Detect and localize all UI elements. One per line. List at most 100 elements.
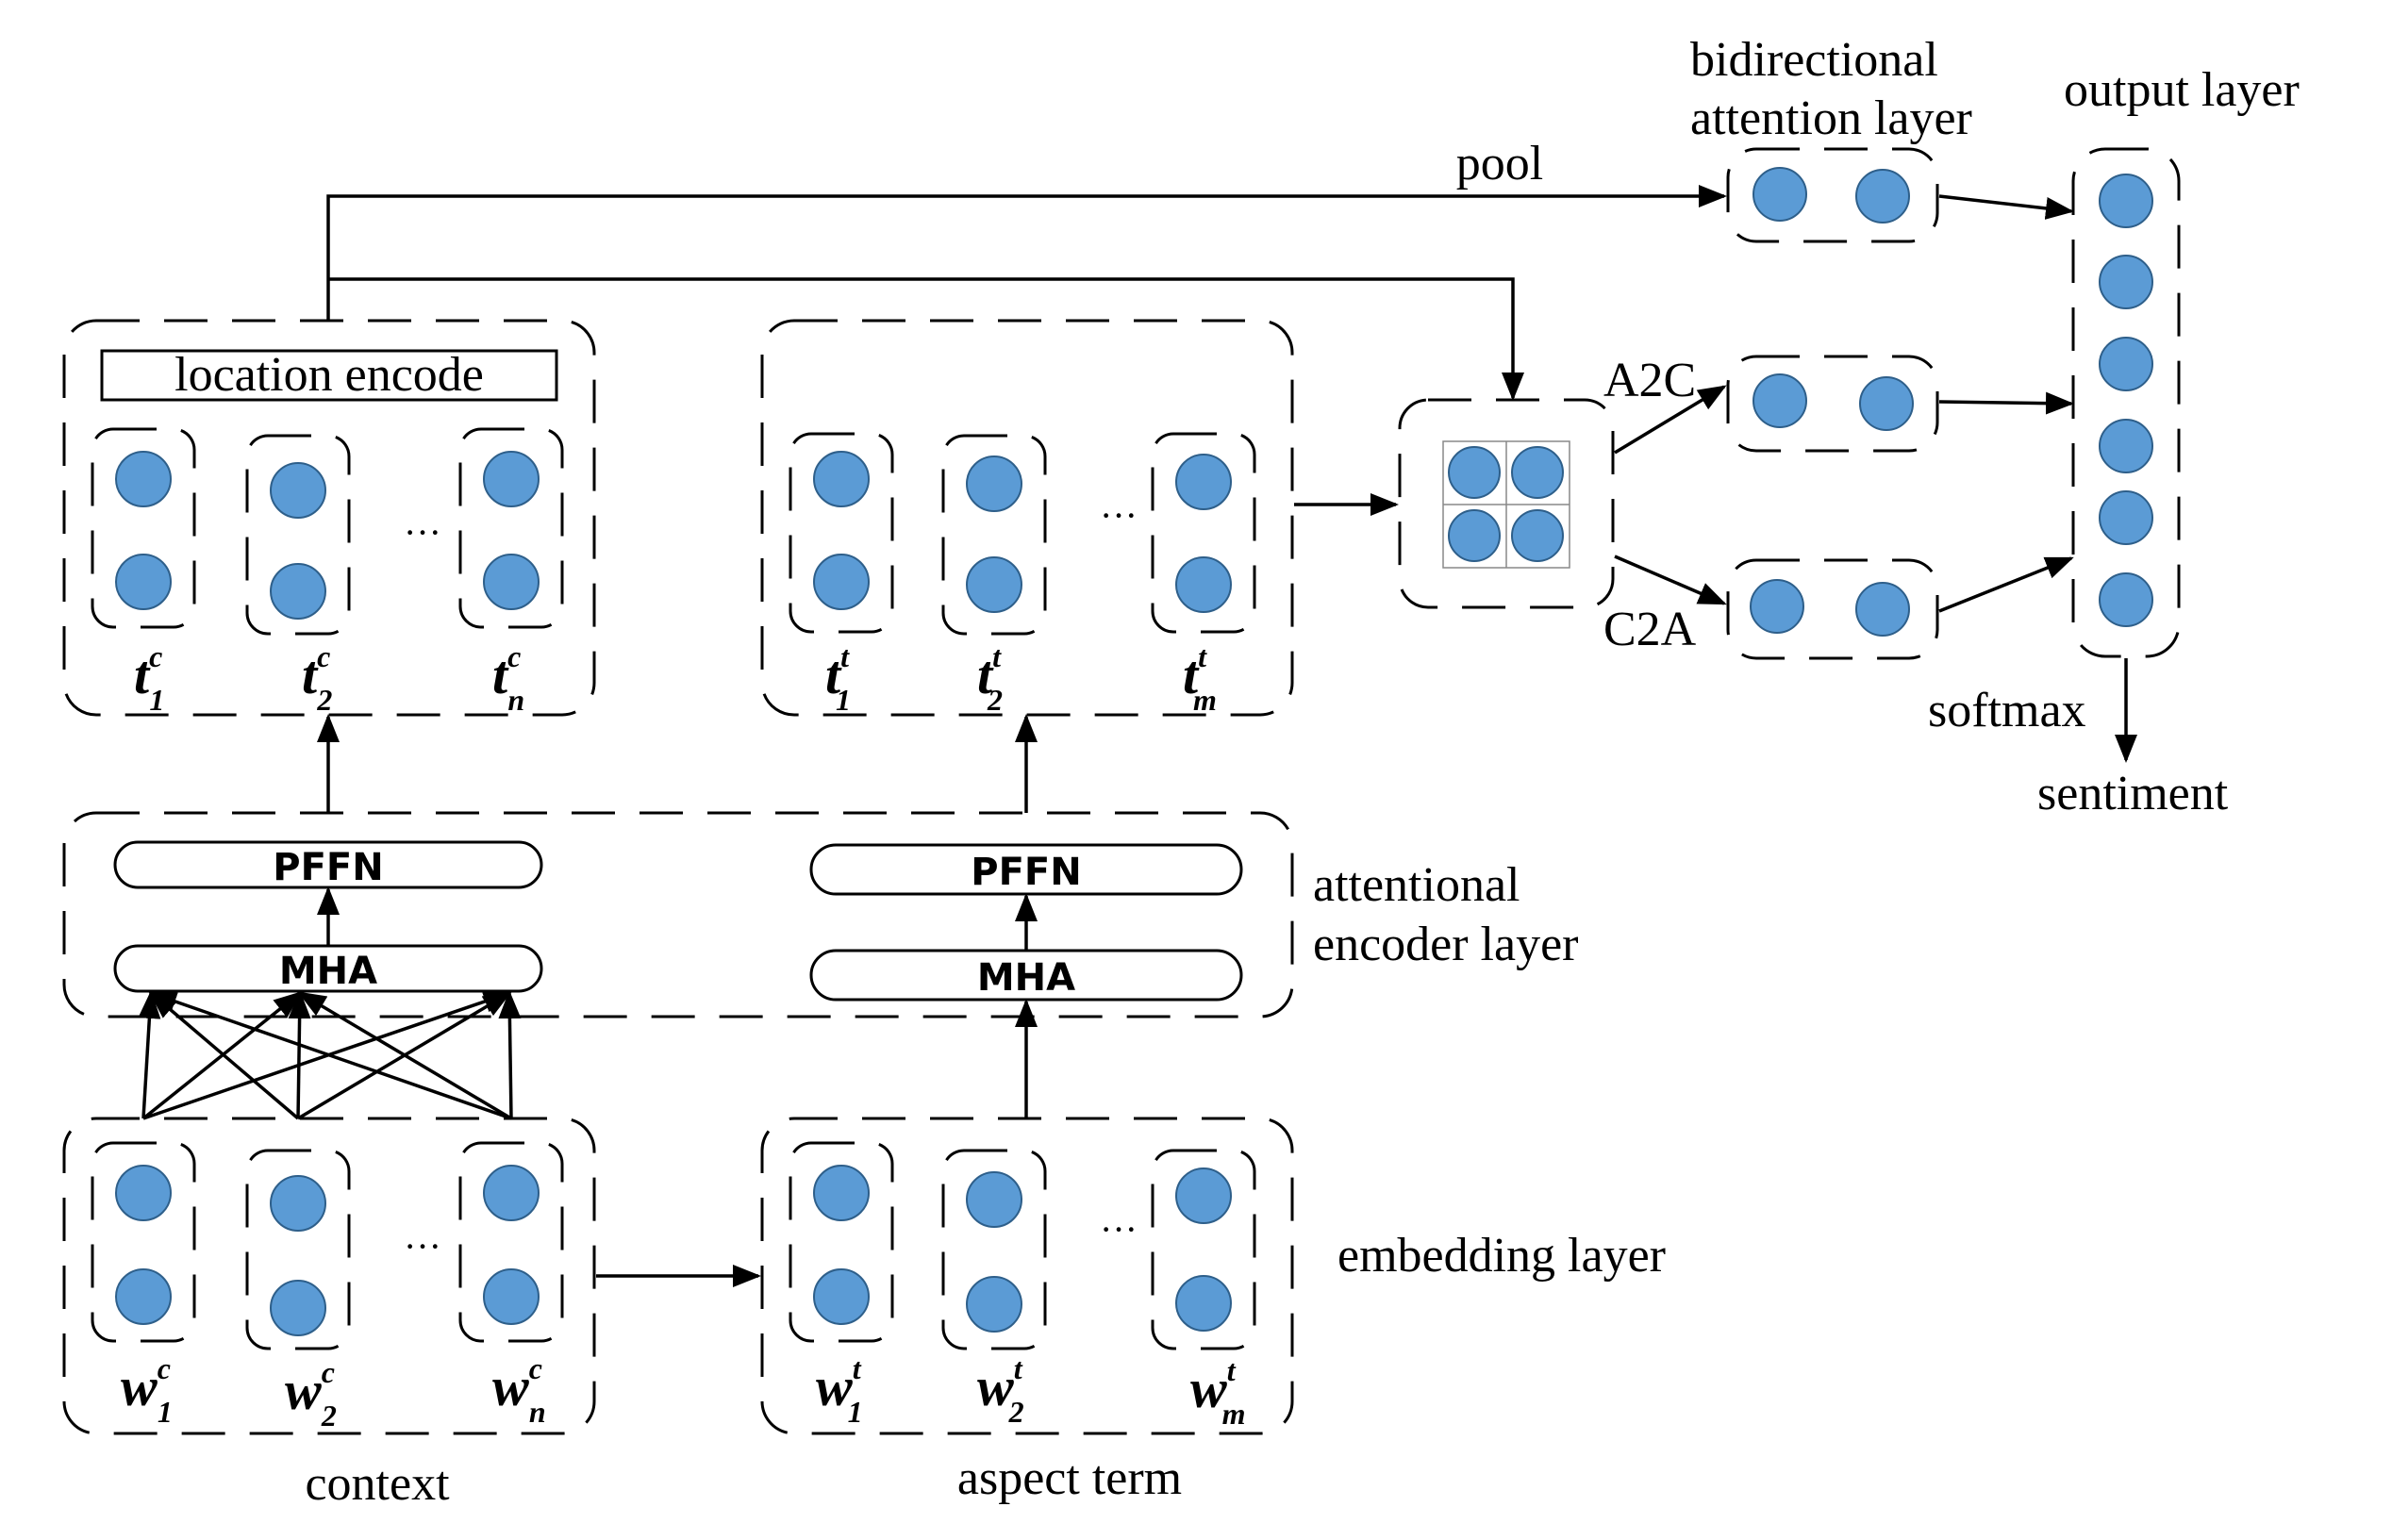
node	[813, 451, 870, 507]
node	[813, 1165, 870, 1221]
node	[1175, 454, 1232, 510]
node	[966, 556, 1022, 613]
context-embedding-frame	[62, 1117, 596, 1435]
mha-input-arrow	[141, 991, 303, 1120]
node	[115, 1268, 172, 1325]
bidirectional-label-line1: bidirectional	[1690, 33, 1938, 87]
node	[1448, 446, 1501, 499]
node	[270, 563, 326, 620]
node	[1175, 556, 1232, 613]
pffn-label-context: PFFN	[273, 846, 383, 889]
node	[1511, 509, 1564, 562]
output-layer-label: output layer	[2064, 63, 2300, 117]
a2c-vector-frame	[1726, 355, 1939, 453]
mha-input-arrow	[138, 990, 161, 1119]
node	[966, 1171, 1022, 1228]
target-hidden-col-1	[789, 432, 894, 634]
node	[483, 1165, 540, 1221]
node	[1511, 446, 1564, 499]
embedding-layer-label: embedding layer	[1337, 1229, 1666, 1283]
mha-label-target: MHA	[977, 956, 1075, 1000]
pool-label: pool	[1456, 137, 1543, 190]
node	[1175, 1275, 1232, 1332]
node	[483, 554, 540, 610]
context-embedding-group: ···	[62, 1117, 596, 1435]
mha-input-arrow	[498, 990, 522, 1119]
context-hidden-group: location encode ···	[62, 319, 596, 717]
node	[2099, 337, 2153, 391]
node	[1448, 509, 1501, 562]
interaction-matrix-group	[1398, 398, 1615, 609]
connectors	[138, 185, 2137, 1287]
context-hidden-col-1	[91, 427, 196, 629]
node	[483, 451, 540, 507]
context-hidden-col-n	[458, 427, 564, 629]
target-embed-col-m	[1151, 1149, 1256, 1350]
attentional-encoder-frame	[62, 811, 1294, 1018]
node	[270, 1280, 326, 1336]
aspect-term-label: aspect term	[957, 1451, 1182, 1505]
node	[813, 554, 870, 610]
mha-input-arrow	[148, 990, 512, 1120]
node	[2099, 572, 2153, 627]
node	[1175, 1167, 1232, 1224]
c2a-label: C2A	[1603, 603, 1697, 656]
location-encode-box	[100, 349, 558, 402]
pool-vector-frame	[1726, 147, 1939, 243]
node	[2099, 174, 2153, 228]
node	[2099, 419, 2153, 473]
node	[1855, 169, 1910, 224]
pool-to-output-arrow	[1938, 194, 2074, 220]
ellipsis: ···	[404, 511, 441, 554]
target-hidden-col-m	[1151, 432, 1256, 634]
target-embed-col-2	[941, 1149, 1047, 1350]
context-embed-col-1	[91, 1141, 196, 1343]
ellipsis: ···	[404, 1225, 441, 1267]
node	[115, 554, 172, 610]
a2c-arrow	[1614, 385, 1727, 455]
node	[966, 1276, 1022, 1333]
node	[270, 1175, 326, 1232]
c2a-vector-frame	[1726, 558, 1939, 660]
context-embed-col-2	[245, 1149, 351, 1350]
softmax-label: softmax	[1928, 684, 2086, 737]
ellipsis: ···	[1100, 1208, 1138, 1250]
a2c-to-output-arrow	[1938, 391, 2074, 415]
node	[1752, 167, 1807, 222]
ellipsis: ···	[1100, 494, 1138, 537]
context-hidden-col-2	[245, 434, 351, 636]
context-label: context	[305, 1457, 450, 1511]
node	[1859, 376, 1914, 431]
output-layer-group	[2071, 147, 2181, 658]
c2a-arrow	[1614, 555, 1727, 605]
pffn-label-target: PFFN	[971, 851, 1081, 894]
target-hidden-group: ···	[760, 319, 1294, 717]
attentional-label-line2: encoder layer	[1313, 918, 1578, 971]
attentional-encoder-group: PFFN MHA PFFN MHA	[62, 811, 1294, 1018]
mha-input-arrow	[297, 991, 512, 1120]
pool-arrow	[326, 185, 1727, 321]
node	[1855, 582, 1910, 637]
c2a-to-output-arrow	[1938, 556, 2074, 613]
target-embed-col-1	[789, 1141, 894, 1343]
node	[966, 455, 1022, 512]
node	[1752, 373, 1807, 428]
node	[2099, 490, 2153, 545]
a2c-label: A2C	[1603, 354, 1696, 407]
target-hidden-col-2	[941, 434, 1047, 636]
node	[115, 451, 172, 507]
mha-input-arrow	[288, 990, 311, 1119]
